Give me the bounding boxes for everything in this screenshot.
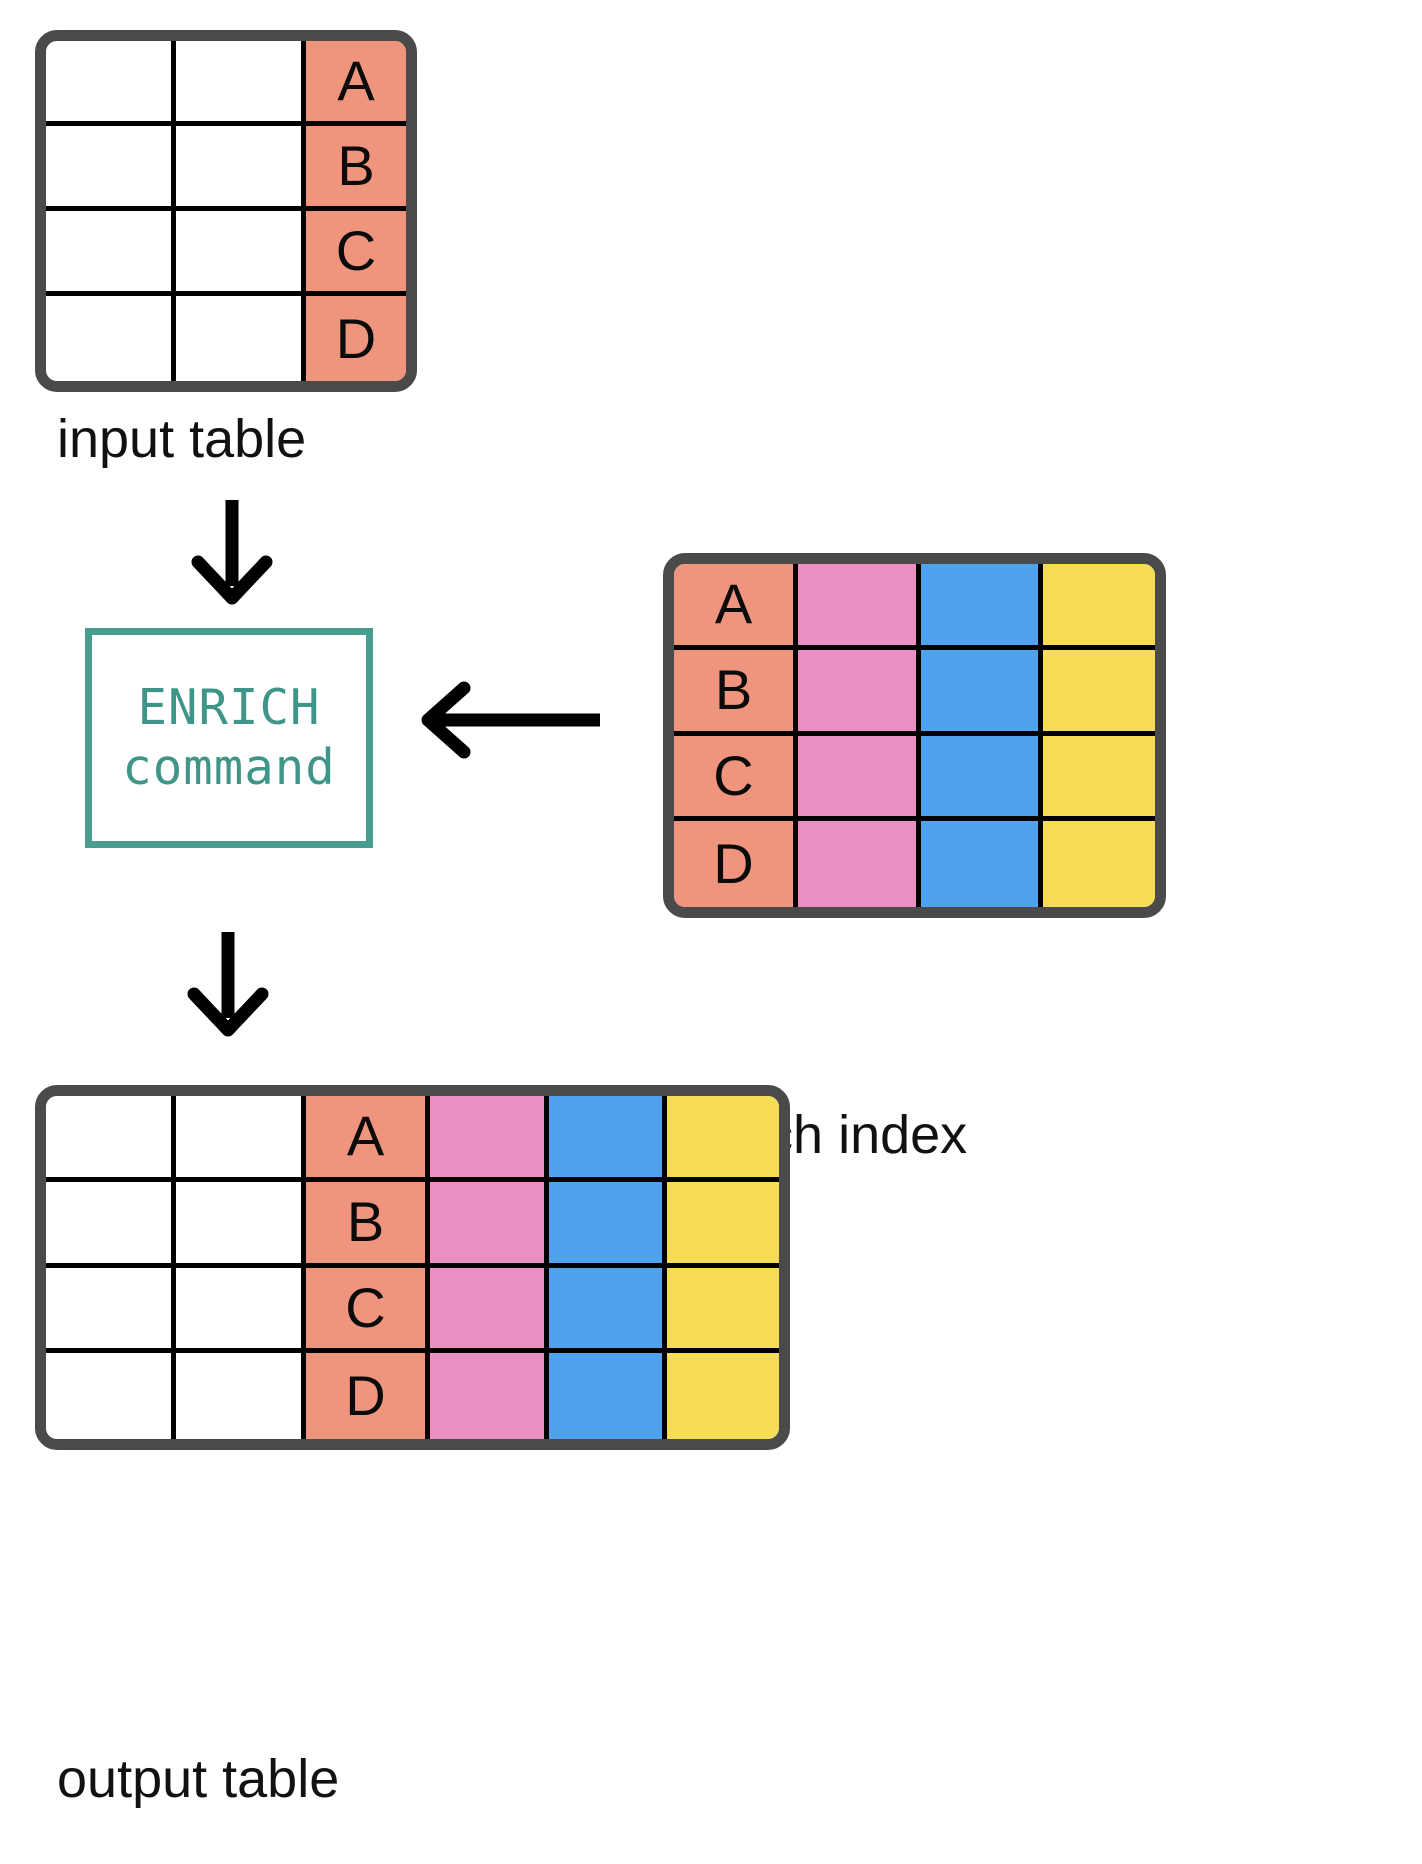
cell-pink	[798, 735, 921, 822]
cell-key: A	[306, 1096, 430, 1182]
cell-key: C	[306, 211, 406, 296]
cell-blank	[176, 1267, 306, 1354]
cell-blank	[46, 211, 176, 296]
cell-key: A	[306, 41, 406, 126]
table-row: B	[674, 649, 1155, 736]
cell-key: C	[306, 1267, 430, 1354]
cell-blue	[548, 1353, 667, 1439]
cell-blank	[46, 126, 176, 211]
table-row: D	[674, 821, 1155, 907]
table-row: C	[46, 211, 406, 296]
table-row: D	[46, 296, 406, 381]
cell-key: B	[674, 649, 798, 736]
cell-pink	[798, 564, 921, 650]
cell-yellow	[667, 1181, 779, 1268]
cell-blank	[176, 1096, 306, 1182]
enrich-index-table: A B C D	[663, 553, 1166, 918]
cell-blue	[548, 1096, 667, 1182]
cell-key: C	[674, 735, 798, 822]
cell-blank	[46, 1181, 176, 1268]
cell-yellow	[1043, 564, 1155, 650]
enrich-command-line-2: command	[122, 739, 336, 796]
cell-yellow	[1043, 649, 1155, 736]
cell-blank	[176, 296, 306, 381]
cell-blank	[46, 296, 176, 381]
table-row: B	[46, 1181, 779, 1268]
cell-blank	[176, 211, 306, 296]
cell-pink	[430, 1353, 549, 1439]
cell-key: D	[306, 1353, 430, 1439]
output-table: A B C D	[35, 1085, 790, 1450]
cell-yellow	[667, 1267, 779, 1354]
cell-yellow	[667, 1096, 779, 1182]
cell-key: D	[306, 296, 406, 381]
cell-pink	[798, 649, 921, 736]
enrich-command-line-1: ENRICH	[137, 679, 321, 737]
cell-blank	[176, 1353, 306, 1439]
table-row: B	[46, 126, 406, 211]
cell-pink	[798, 821, 921, 907]
table-row: A	[46, 1096, 779, 1182]
cell-blank	[46, 1096, 176, 1182]
input-table: A B C D	[35, 30, 417, 392]
cell-blank	[176, 1181, 306, 1268]
cell-pink	[430, 1096, 549, 1182]
cell-blue	[920, 821, 1043, 907]
arrow-input-to-command	[182, 498, 282, 605]
cell-blue	[920, 649, 1043, 736]
table-row: A	[674, 564, 1155, 650]
table-row: D	[46, 1353, 779, 1439]
table-row: C	[674, 735, 1155, 822]
cell-key: B	[306, 126, 406, 211]
cell-pink	[430, 1181, 549, 1268]
output-table-caption: output table	[57, 1749, 340, 1809]
cell-blank	[176, 126, 306, 211]
arrow-index-to-command	[420, 680, 604, 760]
table-row: A	[46, 41, 406, 126]
cell-blue	[548, 1267, 667, 1354]
cell-blank	[46, 1353, 176, 1439]
cell-blank	[176, 41, 306, 126]
cell-blue	[920, 735, 1043, 822]
cell-key: B	[306, 1181, 430, 1268]
cell-blank	[46, 1267, 176, 1354]
table-row: C	[46, 1267, 779, 1354]
cell-key: A	[674, 564, 798, 650]
cell-yellow	[1043, 735, 1155, 822]
cell-yellow	[1043, 821, 1155, 907]
cell-blank	[46, 41, 176, 126]
cell-blue	[548, 1181, 667, 1268]
arrow-command-to-output	[178, 930, 278, 1037]
cell-yellow	[667, 1353, 779, 1439]
cell-key: D	[674, 821, 798, 907]
enrich-command-box[interactable]: ENRICH command	[85, 628, 373, 848]
cell-blue	[920, 564, 1043, 650]
input-table-caption: input table	[57, 409, 307, 469]
cell-pink	[430, 1267, 549, 1354]
